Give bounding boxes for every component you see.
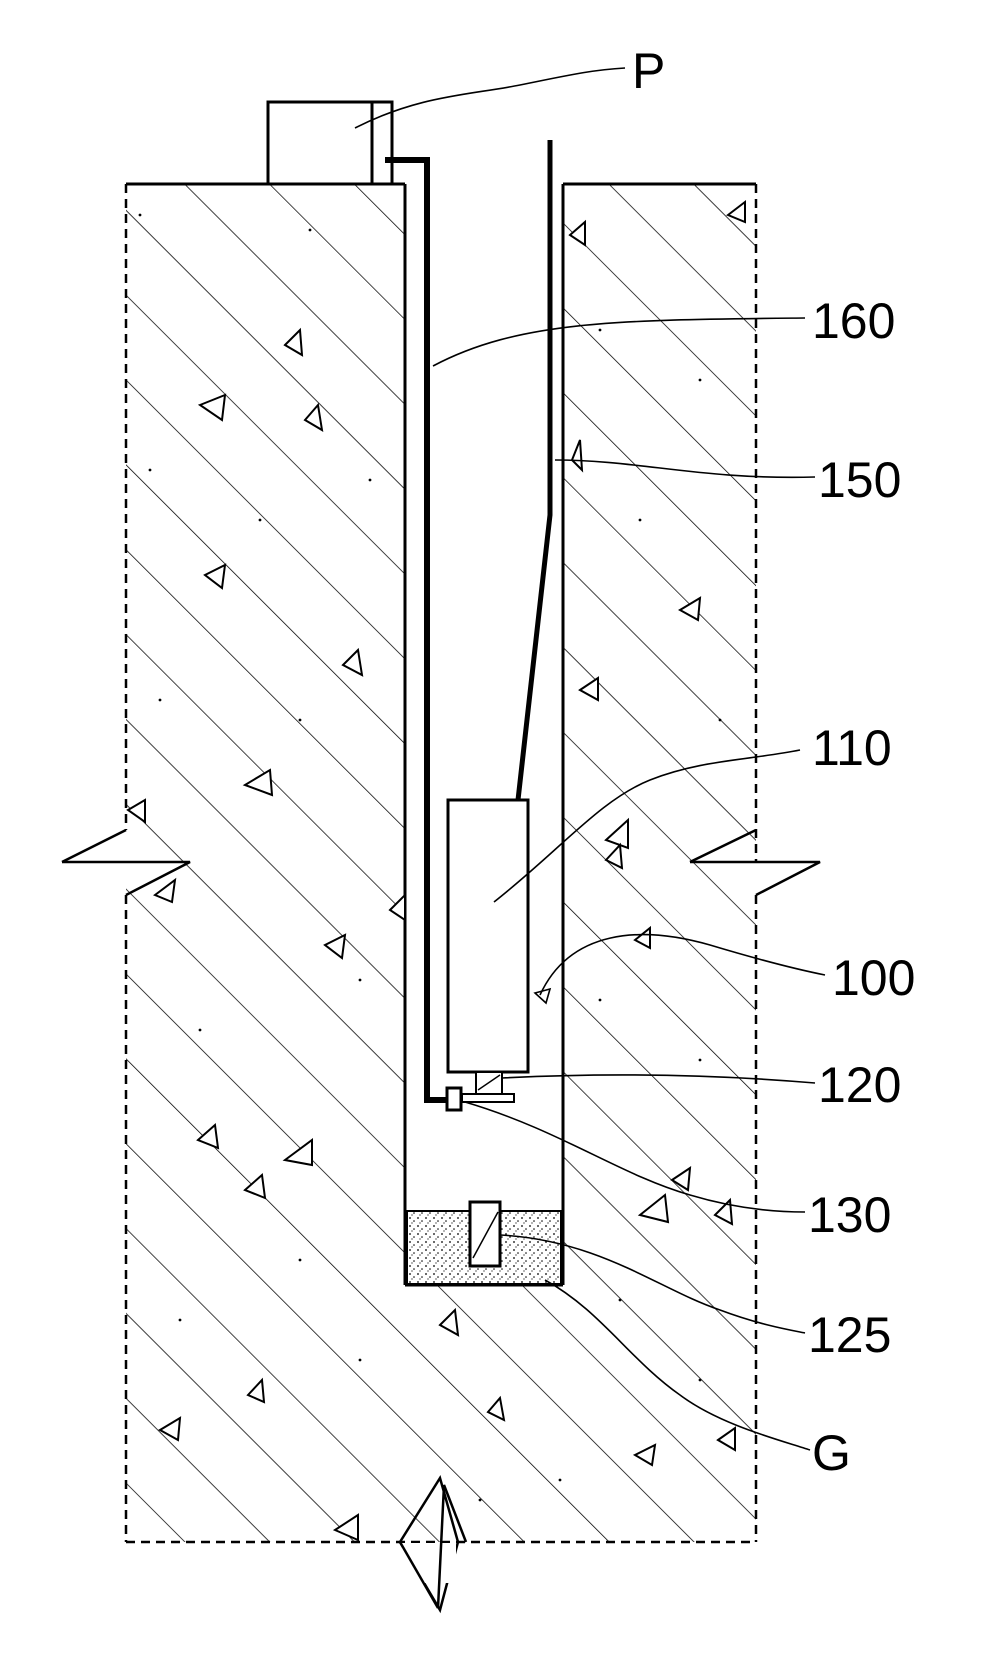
ground-right xyxy=(563,184,820,1542)
label-160: 160 xyxy=(812,293,895,349)
label-g: G xyxy=(812,1425,851,1481)
valve-130 xyxy=(447,1088,461,1110)
surface-unit-p xyxy=(268,102,392,184)
label-125: 125 xyxy=(808,1307,891,1363)
label-p: P xyxy=(632,43,665,99)
label-100: 100 xyxy=(832,950,915,1006)
label-110: 110 xyxy=(812,720,892,776)
label-150: 150 xyxy=(818,452,901,508)
ground-left xyxy=(62,184,405,1542)
label-120: 120 xyxy=(818,1057,901,1113)
probe-body xyxy=(448,800,528,1072)
label-130: 130 xyxy=(808,1187,891,1243)
